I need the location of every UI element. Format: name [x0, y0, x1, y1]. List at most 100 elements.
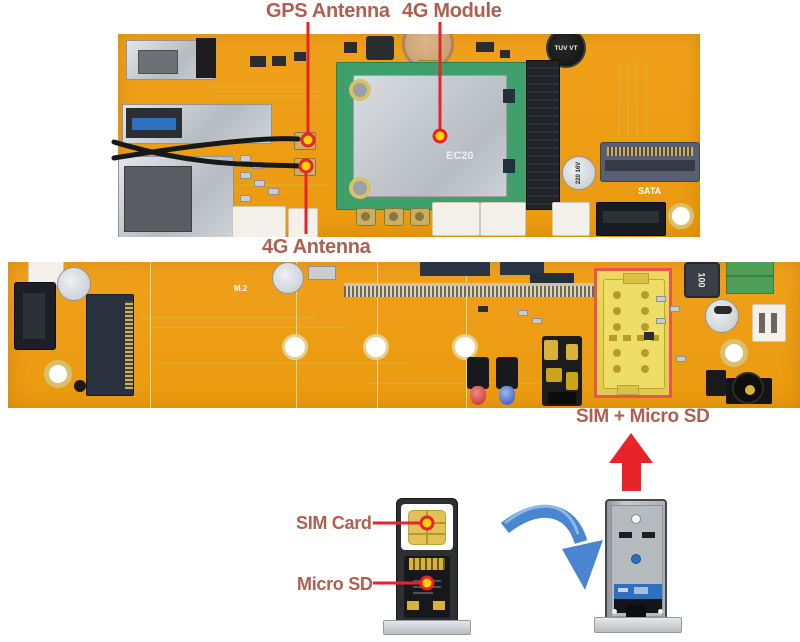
sata-slot	[603, 211, 659, 223]
mounting-hole	[363, 334, 389, 360]
module-screw-pad	[349, 79, 371, 101]
microsd-print	[413, 580, 441, 582]
screw	[353, 83, 367, 97]
tray-slot	[619, 532, 632, 538]
gold-pad	[407, 601, 419, 610]
led-holder	[467, 357, 489, 389]
tray-tab	[623, 273, 649, 284]
jst-connector	[232, 206, 286, 237]
pcb-trace	[138, 317, 318, 319]
sd-card-blue-band	[614, 584, 662, 600]
4g-module-board: EC20	[336, 62, 528, 210]
smd-resistor	[268, 188, 279, 195]
tray-slot	[637, 335, 645, 341]
smd-component	[476, 42, 494, 52]
tray-hole	[613, 291, 621, 299]
smd-resistor	[532, 318, 542, 324]
memory-chip	[500, 262, 544, 275]
module-component	[503, 159, 515, 173]
sd-print	[618, 588, 628, 592]
msata-socket	[600, 142, 700, 182]
module-chip-label: EC20	[446, 150, 474, 162]
mounting-hole	[452, 334, 478, 360]
smd-resistor	[240, 155, 251, 162]
arrow-highlight	[504, 504, 580, 535]
pcb-trace	[148, 326, 348, 328]
smd-component	[644, 332, 654, 340]
sd-print	[634, 587, 648, 594]
ufl-connector-4g	[294, 158, 316, 176]
smd-resistor	[252, 162, 263, 169]
tray-tab	[617, 385, 639, 395]
tray-slot	[623, 335, 631, 341]
pcb-trace	[636, 62, 638, 136]
vscore-line	[150, 262, 151, 408]
power-inductor: 100	[684, 262, 720, 298]
pcb-trace	[618, 62, 620, 136]
tray-hole	[613, 365, 621, 373]
smd-component	[500, 50, 510, 58]
pcb-trace	[627, 62, 629, 136]
screw	[353, 181, 367, 195]
pcb-trace	[238, 184, 328, 186]
tray-hole	[631, 514, 641, 524]
fan-connector	[752, 304, 786, 342]
smd-component	[478, 306, 488, 312]
ufl-center	[415, 212, 424, 221]
microsd-card	[404, 556, 450, 618]
module-screw-pad	[349, 177, 371, 199]
ethernet-opening	[124, 166, 192, 232]
pin-row	[344, 286, 600, 297]
m2-silkscreen: M.2	[234, 284, 248, 293]
smd-resistor	[254, 180, 265, 187]
smd-component	[308, 266, 336, 280]
sata-silkscreen: SATA	[638, 186, 662, 196]
smd-component	[344, 42, 357, 53]
label-sim-microsd: SIM + Micro SD	[576, 406, 710, 427]
gold-pad	[433, 601, 445, 610]
jack-gold-part	[544, 340, 558, 360]
smd-component	[294, 52, 306, 61]
inductor	[366, 36, 394, 60]
socket-slot	[605, 160, 695, 171]
ufl-center	[361, 212, 370, 221]
tray-hole	[641, 307, 649, 315]
label-4g-module: 4G Module	[402, 0, 502, 22]
screw-dot	[74, 380, 86, 392]
tray-hole	[613, 307, 621, 315]
jack-center	[745, 385, 755, 395]
mini-pcie-socket	[526, 60, 560, 210]
tray-dot	[658, 609, 663, 614]
ufl-connector-gps	[294, 132, 316, 150]
led-holder	[496, 357, 518, 389]
tray-hole	[613, 349, 621, 357]
electrolytic-capacitor: TUV VT	[546, 34, 586, 68]
ufl-connector	[410, 208, 430, 226]
jack-base	[548, 392, 576, 404]
tray-hole	[641, 349, 649, 357]
top-board-photo: TUV VT EC20 220 16V SATA	[118, 34, 700, 237]
tray-blue-dot	[631, 554, 641, 564]
sata-connector	[596, 202, 666, 236]
smd-component	[250, 56, 266, 67]
audio-jack-gold	[542, 336, 582, 406]
mounting-hole	[720, 339, 748, 367]
jst-connector	[288, 208, 318, 237]
smd-resistor	[518, 310, 528, 316]
smd-resistor	[240, 172, 251, 179]
capacitor-vent	[714, 306, 732, 314]
microsd-print	[413, 586, 441, 588]
ufl-connector	[384, 208, 404, 226]
pcb-trace	[158, 362, 408, 364]
sim-tray-front	[396, 498, 458, 626]
tray-flange	[594, 617, 682, 633]
electrolytic-capacitor	[705, 299, 739, 333]
tray-latch	[626, 605, 646, 617]
usb3-tongue	[132, 118, 176, 130]
ufl-center	[389, 212, 398, 221]
sata-slot	[23, 293, 45, 339]
microsd-print	[413, 592, 433, 594]
label-sim-card: SIM Card	[296, 513, 372, 533]
tray-hole	[641, 365, 649, 373]
blue-curved-arrow-icon	[500, 504, 603, 590]
